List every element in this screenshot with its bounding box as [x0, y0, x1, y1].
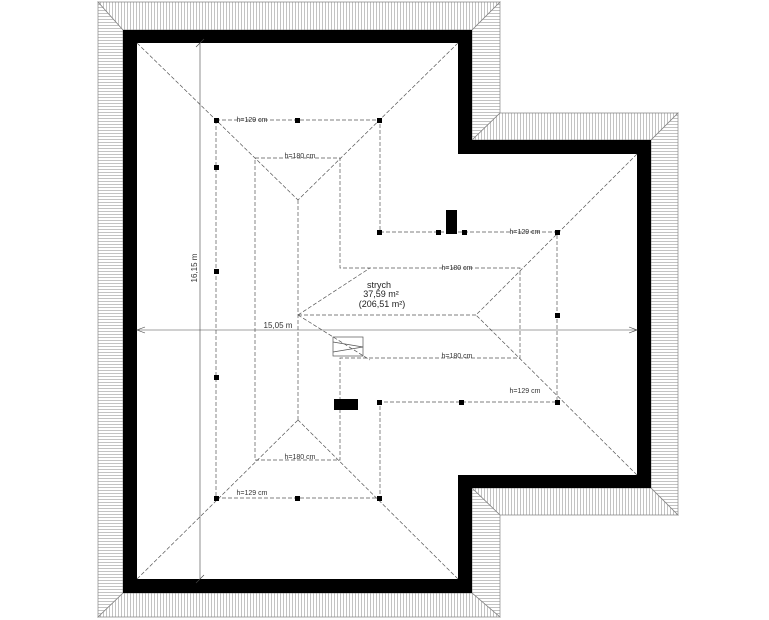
height-label-top-180: h=180 cm [285, 153, 316, 160]
room-area: 37,59 m² [363, 289, 399, 299]
height-label-top-129: h=129 cm [237, 117, 268, 124]
height-label-bottom-180: h=180 cm [285, 454, 316, 461]
roof-hip-lines [136, 42, 638, 580]
room-name: strych [367, 280, 391, 290]
roof-eaves [97, 1, 679, 618]
eave-left [97, 1, 124, 618]
height-label-wing-129-top: h=129 cm [510, 229, 541, 236]
eave-bottom-wing [471, 487, 679, 516]
attic-hatch [332, 336, 364, 357]
height-label-wing-180-bottom: h=180 cm [442, 353, 473, 360]
eave-right-wing [650, 112, 679, 516]
height-markers [214, 118, 560, 501]
chimney-lower [334, 399, 358, 410]
dimension-height-label: 16,15 m [190, 253, 199, 282]
eave-top-main [97, 1, 501, 31]
height-label-wing-129-bottom: h=129 cm [510, 388, 541, 395]
height-label-wing-180-top: h=180 cm [442, 265, 473, 272]
room-area-total: (206,51 m²) [359, 299, 406, 309]
chimney-upper [446, 210, 457, 234]
dimension-width-label: 15,05 m [264, 321, 293, 330]
dimension-lines [136, 38, 638, 584]
eave-top-wing [471, 112, 679, 141]
height-label-bottom-129: h=129 cm [237, 490, 268, 497]
eave-bottom-main [97, 592, 501, 618]
